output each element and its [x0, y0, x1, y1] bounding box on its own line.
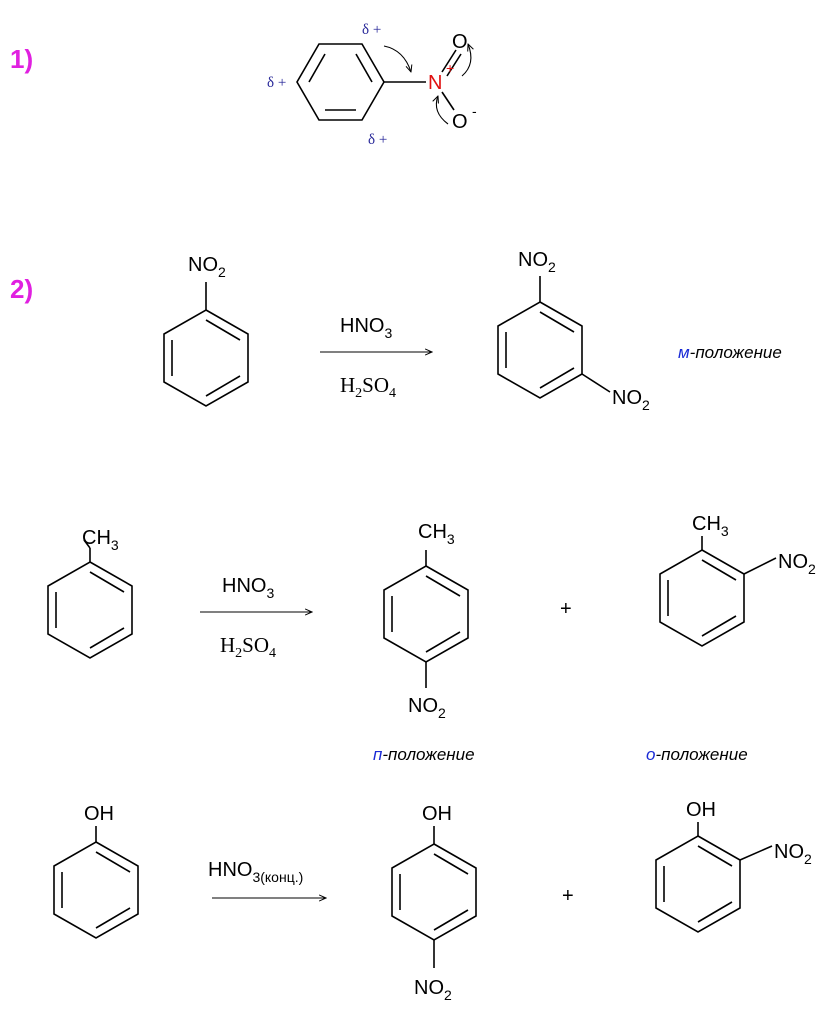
p-nitrophenol-product [391, 826, 477, 968]
delta-left-label: δ + [267, 75, 286, 91]
oh-label: OH [84, 803, 114, 825]
item-number-2: 2) [10, 274, 33, 304]
reagent-hno3: HNO3 [340, 315, 392, 341]
p-nitrotoluene-product [383, 550, 469, 688]
no2-label: NO2 [408, 695, 446, 721]
oxygen-top: O [452, 31, 468, 53]
no2-label: NO2 [612, 387, 650, 413]
reagent-hno3-conc: HNO3(конц.) [208, 859, 303, 885]
toluene-reactant [47, 539, 133, 659]
nitrogen-charge: + [446, 60, 454, 76]
ortho-position-caption: о-положение [646, 745, 748, 764]
item-number-1: 1) [10, 44, 33, 74]
no2-label: NO2 [778, 551, 816, 577]
no2-label: NO2 [188, 254, 226, 280]
ch3-label: CH3 [418, 521, 455, 547]
ch3-label: CH3 [82, 527, 119, 553]
oxygen-bottom: O [452, 111, 468, 133]
reagent-h2so4: H2SO4 [220, 633, 276, 661]
m-dinitrobenzene-product [497, 276, 611, 399]
delta-top-label: δ + [362, 22, 381, 38]
no2-label: NO2 [774, 841, 812, 867]
nitrobenzene-ring-real [296, 43, 462, 121]
reagent-h2so4: H2SO4 [340, 373, 396, 401]
oh-label: OH [422, 803, 452, 825]
o-nitrotoluene-product [659, 536, 777, 647]
nitrogen-atom: N [428, 72, 442, 94]
plus-sign: + [560, 598, 572, 620]
no2-label: NO2 [414, 977, 452, 1003]
reagent-hno3: HNO3 [222, 575, 274, 601]
electron-shift-arrows [383, 44, 471, 125]
phenol-reactant [53, 826, 139, 939]
oxygen-charge: - [472, 103, 477, 119]
oh-label: OH [686, 799, 716, 821]
plus-sign: + [562, 885, 574, 907]
delta-bottom-label: δ + [368, 132, 387, 148]
nitrobenzene-reactant [163, 282, 249, 407]
no2-label: NO2 [518, 249, 556, 275]
o-nitrophenol-product [655, 822, 773, 933]
meta-position-caption: м-положение [678, 343, 782, 362]
ch3-label: CH3 [692, 513, 729, 539]
para-position-caption: п-положение [373, 745, 475, 764]
